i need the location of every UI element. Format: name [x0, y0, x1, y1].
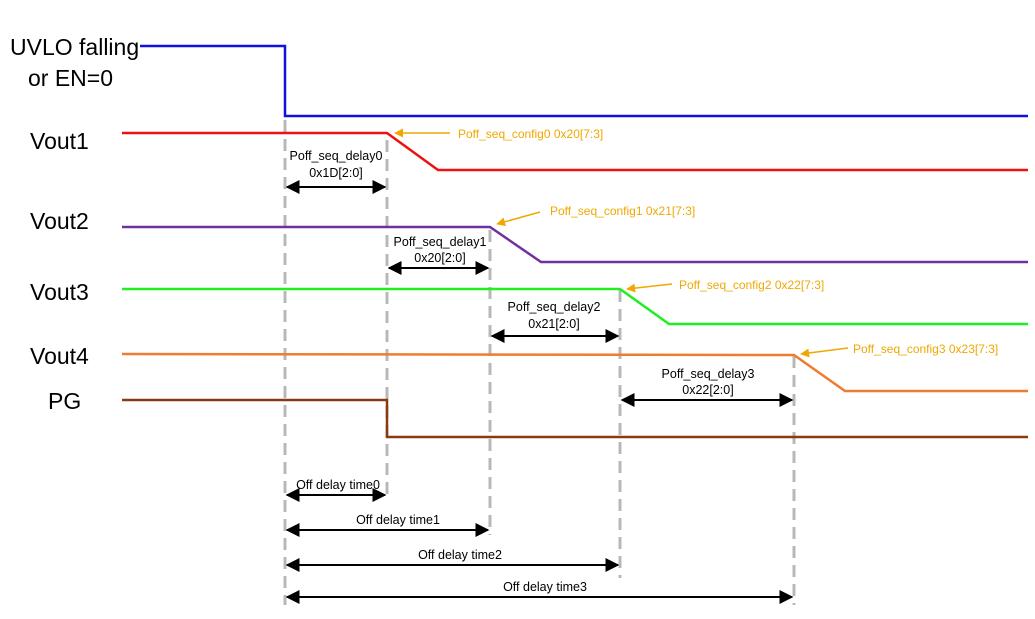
seq-delay3-reg: 0x22[2:0] — [682, 383, 733, 397]
seq-delay0-reg: 0x1D[2:0] — [309, 166, 363, 180]
config1-label: Poff_seq_config1 0x21[7:3] — [550, 204, 695, 218]
off-delay3-label: Off delay time3 — [503, 580, 587, 594]
uvlo-waveform — [140, 44, 1028, 118]
vout1-waveform — [122, 131, 1028, 172]
vout2-waveform — [122, 225, 1028, 264]
pg-label: PG — [48, 388, 81, 414]
pg-waveform — [122, 398, 1028, 439]
off-delay0-label: Off delay time0 — [296, 478, 380, 492]
seq-delay3-name: Poff_seq_delay3 — [662, 367, 755, 381]
seq-delay1-reg: 0x20[2:0] — [414, 251, 465, 265]
off-delay1-label: Off delay time1 — [356, 513, 440, 527]
vout3-waveform — [122, 287, 1028, 326]
uvlo-label-line2: or EN=0 — [28, 65, 113, 91]
config3-label: Poff_seq_config3 0x23[7:3] — [853, 342, 998, 356]
seq-delay1-name: Poff_seq_delay1 — [394, 235, 487, 249]
uvlo-label: UVLO falling — [10, 34, 139, 60]
config2-label: Poff_seq_config2 0x22[7:3] — [679, 278, 824, 292]
seq-delay2-reg: 0x21[2:0] — [528, 317, 579, 331]
vout3-label: Vout3 — [30, 279, 89, 305]
config0-label: Poff_seq_config0 0x20[7:3] — [458, 127, 603, 141]
vout4-label: Vout4 — [30, 343, 89, 369]
vout4-waveform — [121, 352, 1028, 393]
config1-arrow — [496, 211, 541, 227]
vout1-label: Vout1 — [30, 128, 89, 154]
seq-delay0-name: Poff_seq_delay0 — [290, 149, 383, 163]
seq-delay2-name: Poff_seq_delay2 — [508, 300, 601, 314]
off-delay2-label: Off delay time2 — [418, 548, 502, 562]
config2-arrow — [626, 283, 673, 293]
config3-arrow — [800, 347, 849, 358]
vout2-label: Vout2 — [30, 208, 89, 234]
